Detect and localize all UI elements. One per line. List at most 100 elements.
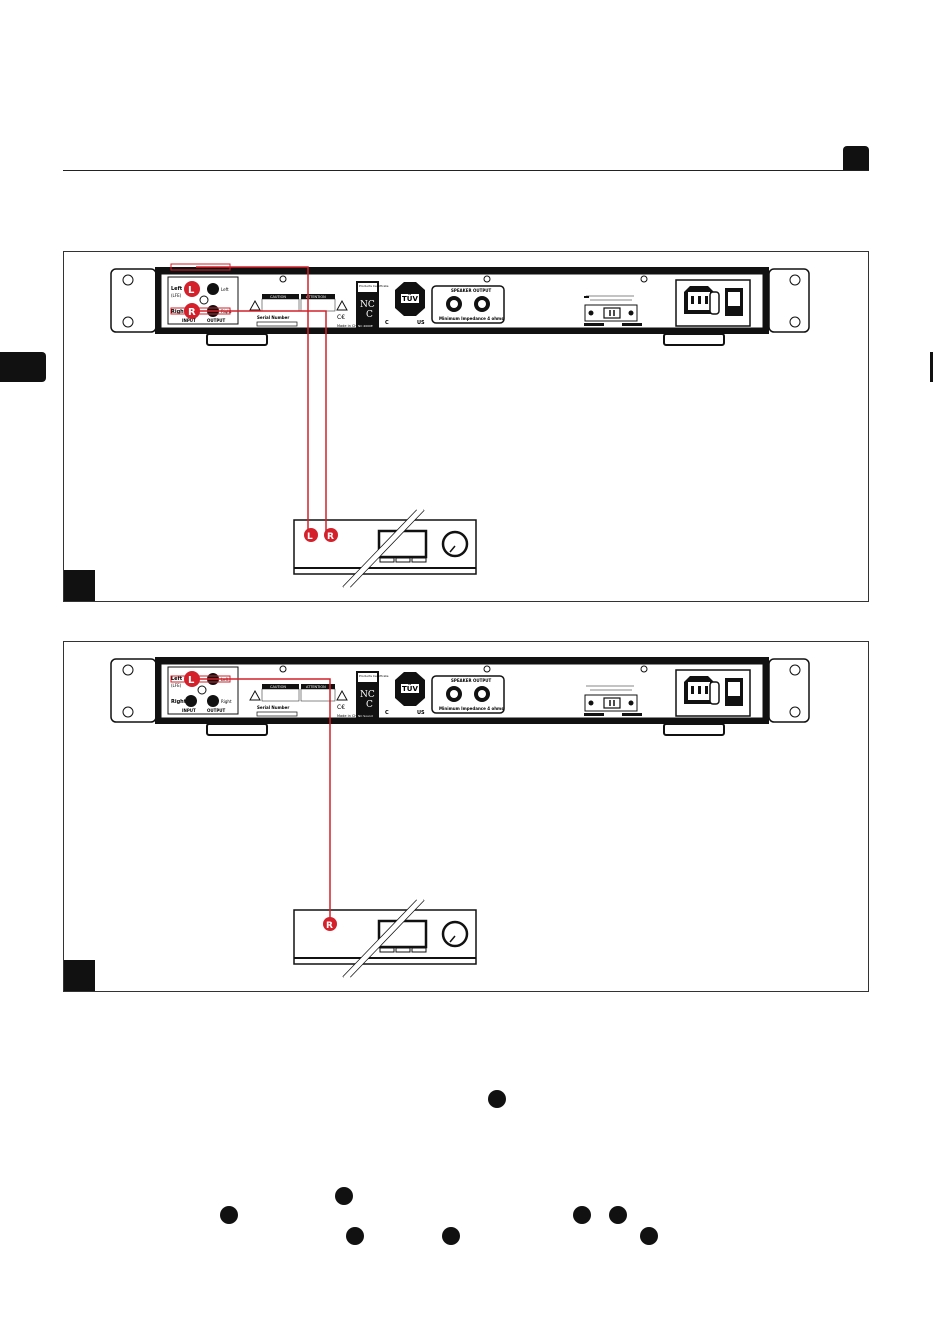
ncc-badge: [356, 281, 379, 329]
receiver-button: [411, 557, 427, 563]
figure-b-corner-tag: [64, 960, 95, 991]
speaker-output-label: SPEAKER OUTPUT: [451, 678, 492, 683]
receiver-volume-knob-icon: [441, 530, 469, 558]
rack-hole-icon: [789, 706, 801, 718]
fuse-holder-icon: [709, 681, 720, 705]
marker-right-label: R: [188, 307, 196, 318]
rack-hole-icon: [122, 706, 134, 718]
chapter-side-tab: [0, 352, 46, 382]
receiver-button: [395, 557, 411, 563]
iec-pin: [705, 686, 708, 694]
cut-gap: [343, 900, 424, 977]
reference-dot-icon: [442, 1227, 460, 1245]
figure-a-stereo-connection: Left (LFE) Right Left Right INPUT OUTPUT…: [63, 251, 869, 602]
marker-right-badge: [184, 303, 200, 319]
screw-icon: [279, 275, 287, 283]
output-right-label: Right: [221, 699, 232, 704]
attention-header: [301, 294, 335, 299]
receiver-marker-right-label: R: [327, 532, 334, 542]
voltage-label-bar: [584, 323, 604, 326]
av-receiver-illustration: [293, 899, 477, 978]
tuv-us-label: US: [417, 710, 425, 716]
cable-right-highlight: [170, 307, 231, 315]
ncc-logo-icon: C: [366, 700, 373, 710]
speakon-connector-core: [478, 300, 486, 308]
speakon-connector-core: [450, 300, 458, 308]
ncc-logo-icon: NC: [360, 300, 375, 310]
iec-pin: [698, 296, 701, 304]
receiver-button: [379, 947, 395, 953]
rack-hole-icon: [122, 316, 134, 328]
ncc-badge: [356, 671, 379, 719]
voltage-selector-switch: [603, 697, 621, 709]
page-bottom-strip: [0, 1318, 933, 1324]
marker-left-label: L: [188, 675, 195, 686]
voltage-label-bar: [622, 713, 642, 716]
caution-box: [261, 688, 300, 702]
cable-left: [196, 266, 309, 535]
figure-a-corner-tag: [64, 570, 95, 601]
receiver-volume-knob-icon: [441, 920, 469, 948]
serial-number-label: Serial Number: [257, 315, 289, 320]
rack-hole-icon: [789, 316, 801, 328]
screw-icon: [628, 700, 634, 706]
power-switch-rocker: [728, 682, 740, 696]
input-lfe-label: (LFE): [171, 293, 182, 298]
attention-box: [300, 688, 336, 702]
made-in-label: Made in China: [337, 324, 362, 328]
attention-label: ATTENTION: [306, 295, 326, 299]
marker-left-badge: [184, 671, 200, 687]
av-receiver-illustration: [293, 509, 477, 588]
rack-ear-right: [768, 658, 810, 723]
receiver-button: [411, 947, 427, 953]
rack-ear-left: [110, 658, 157, 723]
edge-thumb-mark: [930, 352, 933, 382]
rack-ear-left: [110, 268, 157, 333]
receiver-marker-right-label: R: [326, 921, 333, 931]
amplifier-foot: [663, 723, 725, 736]
reference-dot-icon: [573, 1206, 591, 1224]
input-label: INPUT: [182, 708, 196, 713]
marker-left-label: L: [188, 285, 195, 296]
ncc-model-label: NC Sound: [358, 714, 373, 718]
speaker-output-block: [431, 285, 505, 324]
speakon-connector-core: [450, 690, 458, 698]
reference-dot-icon: [220, 1206, 238, 1224]
rack-hole-icon: [122, 664, 134, 676]
page-number-tab: [843, 146, 869, 170]
output-left-label: Left: [221, 287, 229, 292]
attention-header: [301, 684, 335, 689]
reference-dot-icon: [488, 1090, 506, 1108]
amplifier-foot: [663, 333, 725, 346]
tuv-us-label: US: [417, 320, 425, 326]
tuv-mark-plate: [401, 684, 419, 693]
cut-gap: [343, 510, 424, 587]
receiver-button: [379, 557, 395, 563]
ncc-model-label: NC 4000E: [358, 324, 373, 328]
caution-box: [261, 298, 300, 312]
voltage-selector-switch: [603, 307, 621, 319]
screw-icon: [588, 700, 594, 706]
receiver-marker-right-badge: [324, 528, 338, 542]
ce-mark-icon: C€: [337, 704, 345, 711]
cable-lfe-highlight: [170, 675, 231, 683]
speakon-connector-core: [478, 690, 486, 698]
speaker-output-block: [431, 675, 505, 714]
tuv-label: TÜV: [402, 294, 418, 303]
ncc-logo-icon: NC: [360, 690, 375, 700]
cable-lfe: [196, 678, 331, 918]
screw-icon: [279, 665, 287, 673]
rack-hole-icon: [789, 274, 801, 286]
ncc-badge-header: [358, 283, 377, 292]
attention-label: ATTENTION: [306, 685, 326, 689]
input-right-label: Right: [171, 309, 187, 315]
warning-triangle-icon: [249, 689, 261, 701]
cable-right: [196, 310, 327, 535]
tuv-c-label: C: [385, 710, 389, 716]
caution-header: [262, 684, 299, 689]
ncc-certificate-label: Products Certificate: [359, 674, 389, 678]
amplifier-foot: [206, 333, 268, 346]
ce-mark-icon: C€: [337, 314, 345, 321]
marker-left-badge: [184, 281, 200, 297]
tuv-mark-plate: [401, 294, 419, 303]
